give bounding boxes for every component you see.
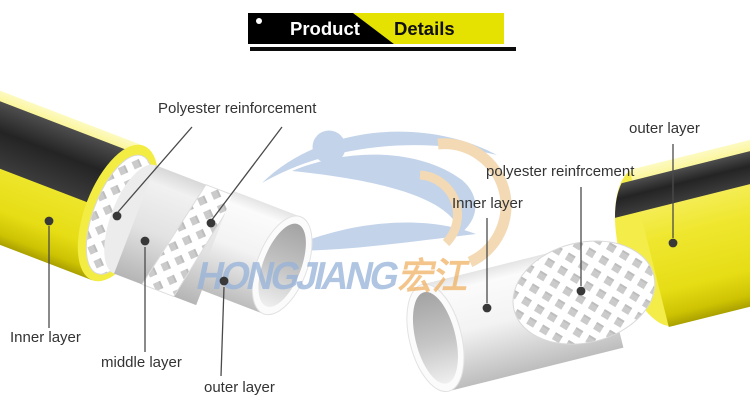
product-details-banner: Product Details [248,13,504,44]
label-right-polyester-reinforcement: polyester reinfrcement [486,163,635,180]
watermark-brand-latin: HONGJIANG [192,255,401,298]
banner-details-label: Details [394,18,455,39]
banner-underline [250,47,516,51]
label-left-polyester-reinforcement: Polyester reinforcement [158,100,317,117]
label-left-inner-layer: Inner layer [10,329,81,346]
left-outer-layer-body [0,9,144,281]
label-left-outer-layer: outer layer [204,379,275,396]
label-right-outer-layer: outer layer [629,120,700,137]
label-left-middle-layer: middle layer [101,354,182,371]
banner-product-label: Product [290,18,360,39]
banner-black-shape [248,13,394,44]
banner-bullet-icon [256,18,262,24]
logo-orange-inner-arc [419,170,463,247]
watermark-text: HONGJIANG宏江 [193,246,475,300]
logo-orange-outer-arc [437,138,512,267]
left-black-stripe [0,18,126,203]
watermark-brand-cjk: 宏江 [395,256,473,297]
logo-lower-swoosh [283,222,476,251]
label-right-inner-layer: Inner layer [452,195,523,212]
left-inner-tube-hole [258,223,306,307]
right-inner-tube-hole [412,291,458,384]
right-black-stripe [614,135,750,218]
